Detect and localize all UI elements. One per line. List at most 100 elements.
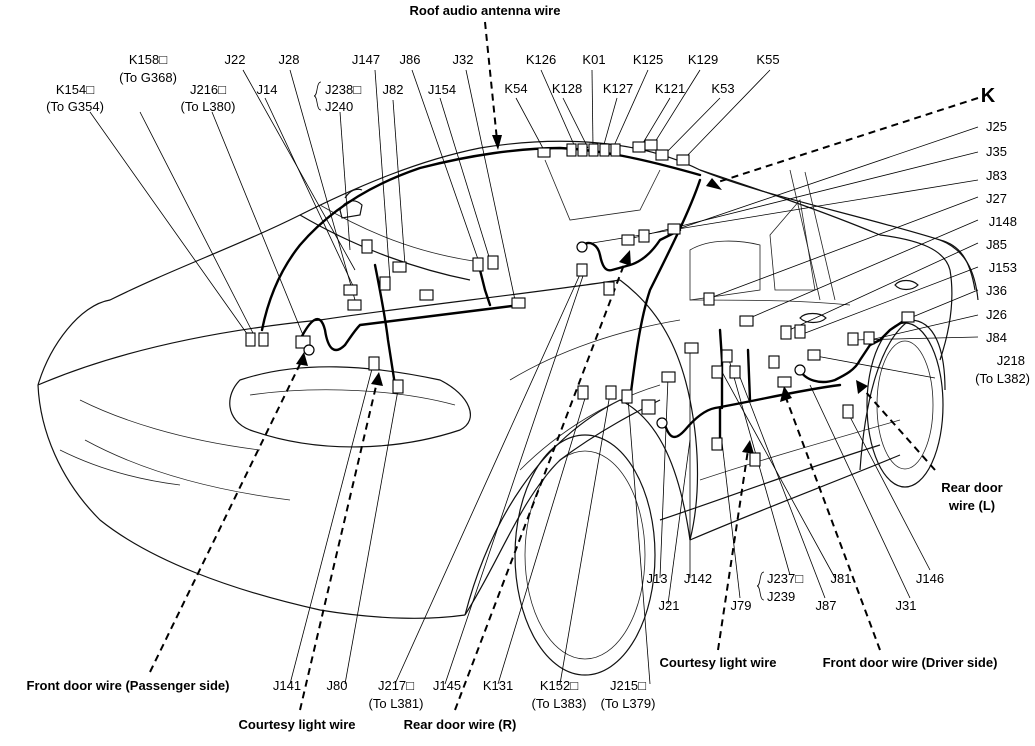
- label-K129: K129: [688, 52, 718, 67]
- grommet-front-right: [656, 417, 668, 429]
- label-K128: K128: [552, 81, 582, 96]
- label-courtesy-light-wire-left: Courtesy light wire: [238, 717, 355, 732]
- connector-J83: [621, 234, 635, 246]
- grommet-center: [576, 241, 588, 253]
- connector-K53: [655, 149, 669, 161]
- connector-K154: [245, 332, 256, 347]
- connector-J22: [343, 284, 358, 296]
- connector-J154: [487, 255, 499, 270]
- connector-J27: [703, 292, 715, 306]
- grommet-front-left: [303, 344, 315, 356]
- label-J25: J25: [986, 119, 1007, 134]
- label-K158: K158□: [129, 52, 167, 67]
- label-J238: J238□: [325, 82, 361, 97]
- label-J84: J84: [986, 330, 1007, 345]
- label-K158-sub: (To G368): [119, 70, 177, 85]
- connector-J84: [847, 332, 859, 346]
- label-J31: J31: [896, 598, 917, 613]
- label-K55: K55: [756, 52, 779, 67]
- label-J218-sub: (To L382): [975, 371, 1030, 386]
- connector-K55: [676, 154, 690, 166]
- label-J36: J36: [986, 283, 1007, 298]
- connector-J31: [777, 376, 792, 388]
- text-labels: Roof audio antenna wire K K158□ (To G368…: [27, 3, 1031, 732]
- label-K152: K152□: [540, 678, 578, 693]
- car-body: [37, 140, 979, 676]
- label-K154: K154□: [56, 82, 94, 97]
- connector-J25: [667, 223, 681, 235]
- label-J148: J148: [989, 214, 1017, 229]
- label-J147: J147: [352, 52, 380, 67]
- connector-J148: [739, 315, 754, 327]
- connector-J13: [684, 342, 699, 354]
- label-J85: J85: [986, 237, 1007, 252]
- connector-J81: [729, 365, 741, 379]
- label-J27: J27: [986, 191, 1007, 206]
- label-J35: J35: [986, 144, 1007, 159]
- label-J13: J13: [647, 571, 668, 586]
- label-section-k: K: [981, 85, 996, 107]
- label-J28: J28: [279, 52, 300, 67]
- connector-J215b: [641, 399, 656, 415]
- connector-J32: [511, 297, 526, 309]
- connector-J87: [711, 365, 723, 379]
- label-front-door-wire-passenger: Front door wire (Passenger side): [27, 678, 230, 693]
- label-J86: J86: [400, 52, 421, 67]
- connector-J147: [392, 261, 407, 273]
- connector-J82: [419, 289, 434, 301]
- label-J237: J237□: [767, 571, 803, 586]
- connector-J218: [807, 349, 821, 361]
- connector-K128: [577, 143, 588, 157]
- label-front-door-wire-driver: Front door wire (Driver side): [823, 655, 998, 670]
- grommet-rear-left: [794, 364, 806, 376]
- connector-J215: [621, 389, 633, 404]
- connector-J217: [576, 263, 588, 277]
- label-K127: K127: [603, 81, 633, 96]
- label-K154-sub: (To G354): [46, 99, 104, 114]
- label-J26: J26: [986, 307, 1007, 322]
- connector-K126: [566, 143, 577, 157]
- label-J22: J22: [225, 52, 246, 67]
- connector-J146: [842, 404, 854, 419]
- label-courtesy-light-wire-right: Courtesy light wire: [659, 655, 776, 670]
- connector-K131: [577, 385, 589, 400]
- connector-K127: [599, 143, 610, 157]
- connector-K129: [632, 141, 646, 153]
- label-K54: K54: [504, 81, 527, 96]
- connectors: [245, 139, 915, 467]
- label-J141: J141: [273, 678, 301, 693]
- label-K152-sub: (To L383): [532, 696, 587, 711]
- connector-J86: [472, 257, 484, 272]
- connector-J35: [638, 229, 650, 243]
- connector-K121: [644, 139, 658, 151]
- label-K126: K126: [526, 52, 556, 67]
- label-J218: J218: [997, 353, 1025, 368]
- label-rear-door-wire-l-2: wire (L): [948, 498, 995, 513]
- connector-J153: [794, 324, 806, 339]
- label-J79: J79: [731, 598, 752, 613]
- label-J81: J81: [831, 571, 852, 586]
- label-K131: K131: [483, 678, 513, 693]
- label-J217: J217□: [378, 678, 414, 693]
- label-J215-sub: (To L379): [601, 696, 656, 711]
- connector-J237: [721, 349, 733, 363]
- label-J216: J216□: [190, 82, 226, 97]
- label-J142: J142: [684, 571, 712, 586]
- connector-J79b: [749, 452, 761, 467]
- label-J215: J215□: [610, 678, 646, 693]
- connector-J142: [711, 437, 723, 451]
- label-J146: J146: [916, 571, 944, 586]
- connector-J36: [901, 311, 915, 323]
- connector-J28: [361, 239, 373, 254]
- brace-J237-J239: [756, 571, 765, 601]
- label-K121: K121: [655, 81, 685, 96]
- label-K125: K125: [633, 52, 663, 67]
- brace-J238-J240: [313, 81, 322, 111]
- connector-J141: [368, 356, 380, 371]
- connector-J145: [603, 281, 615, 296]
- label-J240: J240: [325, 99, 353, 114]
- dashed-arrows: [149, 21, 979, 711]
- label-J80: J80: [327, 678, 348, 693]
